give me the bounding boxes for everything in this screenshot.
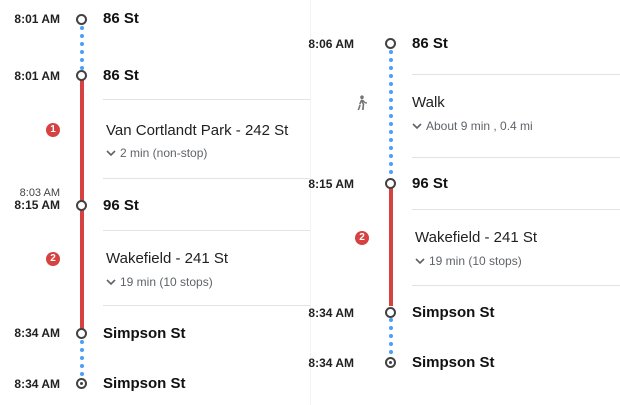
walk-dots-top (389, 50, 393, 176)
walk-dot (80, 356, 84, 360)
walk-dot (80, 372, 84, 376)
time-arrive: 8:34 AM (308, 306, 354, 320)
divider (412, 285, 620, 286)
time-start: 8:01 AM (14, 12, 60, 26)
divider (103, 230, 310, 231)
stop-node-start (76, 14, 87, 25)
line-2-stops-toggle[interactable]: 19 min (10 stops) (415, 254, 522, 268)
stop-board[interactable]: 96 St (412, 175, 448, 192)
line-2-duration: 19 min (10 stops) (120, 275, 213, 289)
stop-board[interactable]: 86 St (103, 67, 139, 84)
walk-dot (389, 154, 393, 158)
walk-dot (389, 130, 393, 134)
walk-details-toggle[interactable]: About 9 min , 0.4 mi (412, 119, 533, 133)
walk-label: Walk (412, 94, 445, 111)
walk-dots-top (80, 26, 84, 70)
stop-arrive[interactable]: Simpson St (103, 325, 186, 342)
time-board: 8:01 AM (14, 69, 60, 83)
walk-dot (80, 364, 84, 368)
walk-dot (389, 170, 393, 174)
destination-node (76, 378, 87, 389)
walking-person-icon (357, 95, 367, 110)
line-1-direction: Van Cortlandt Park - 242 St (106, 122, 289, 139)
divider (103, 99, 310, 100)
stop-end[interactable]: Simpson St (412, 354, 495, 371)
line-2-direction: Wakefield - 241 St (415, 229, 537, 246)
walk-dot (389, 82, 393, 86)
walk-dot (389, 334, 393, 338)
chevron-down-icon (415, 255, 429, 265)
chevron-down-icon (106, 147, 120, 157)
time-board: 8:15 AM (308, 177, 354, 191)
walk-dot (389, 318, 393, 322)
stop-node-transfer (76, 200, 87, 211)
walk-dot (389, 106, 393, 110)
panel-separator (310, 0, 311, 405)
walk-dots-bottom (389, 318, 393, 358)
walk-dot (389, 74, 393, 78)
stop-node-board (76, 70, 87, 81)
stop-node-arrive (76, 328, 87, 339)
divider (412, 157, 620, 158)
walk-dot (80, 340, 84, 344)
stop-arrive[interactable]: Simpson St (412, 304, 495, 321)
time-start: 8:06 AM (308, 37, 354, 51)
itinerary-panel-left: 8:01 AM 8:01 AM 8:03 AM 8:15 AM 8:34 AM … (14, 10, 310, 392)
line-2-rail (80, 210, 84, 330)
walk-dot (389, 114, 393, 118)
itinerary-panel-right: 8:06 AM 8:15 AM 8:34 AM 8:34 AM 86 St 96… (308, 0, 620, 405)
stop-start[interactable]: 86 St (412, 35, 448, 52)
time-end: 8:34 AM (14, 377, 60, 391)
line-2-badge: 2 (46, 252, 60, 266)
divider (412, 74, 620, 75)
time-end: 8:34 AM (308, 356, 354, 370)
walk-dot (80, 58, 84, 62)
divider (103, 305, 310, 306)
stop-transfer[interactable]: 96 St (103, 197, 139, 214)
walk-dot (80, 50, 84, 54)
walk-dot (80, 34, 84, 38)
line-1-rail (80, 80, 84, 202)
line-1-badge: 1 (46, 123, 60, 137)
walk-dot (80, 42, 84, 46)
divider (412, 209, 620, 210)
walk-dot (389, 66, 393, 70)
stop-start[interactable]: 86 St (103, 10, 139, 27)
walk-dot (389, 146, 393, 150)
divider (103, 178, 310, 179)
walk-dot (389, 138, 393, 142)
walk-duration: About 9 min , 0.4 mi (426, 119, 533, 133)
stop-node-arrive (385, 307, 396, 318)
destination-node (385, 357, 396, 368)
stop-node-board (385, 178, 396, 189)
walk-dot (80, 348, 84, 352)
chevron-down-icon (412, 120, 426, 130)
walk-dot (389, 162, 393, 166)
line-2-rail (389, 188, 393, 306)
walk-dot (389, 90, 393, 94)
walk-dot (389, 58, 393, 62)
stop-node-start (385, 38, 396, 49)
walk-dot (389, 326, 393, 330)
line-1-duration: 2 min (non-stop) (120, 146, 208, 160)
time-transfer: 8:15 AM (14, 198, 60, 212)
line-2-direction: Wakefield - 241 St (106, 250, 228, 267)
walk-dot (389, 350, 393, 354)
walk-dot (80, 66, 84, 70)
line-2-stops-toggle[interactable]: 19 min (10 stops) (106, 275, 213, 289)
line-2-badge: 2 (355, 231, 369, 245)
line-1-stops-toggle[interactable]: 2 min (non-stop) (106, 146, 207, 160)
chevron-down-icon (106, 276, 120, 286)
walk-dot (389, 122, 393, 126)
walk-dot (80, 26, 84, 30)
stop-end[interactable]: Simpson St (103, 375, 186, 392)
walk-dot (389, 50, 393, 54)
walk-dots-bottom (80, 340, 84, 378)
time-arrive: 8:34 AM (14, 326, 60, 340)
walk-dot (389, 98, 393, 102)
walk-dot (389, 342, 393, 346)
scheduled-time: 8:03 AM (19, 187, 60, 199)
line-2-duration: 19 min (10 stops) (429, 254, 522, 268)
